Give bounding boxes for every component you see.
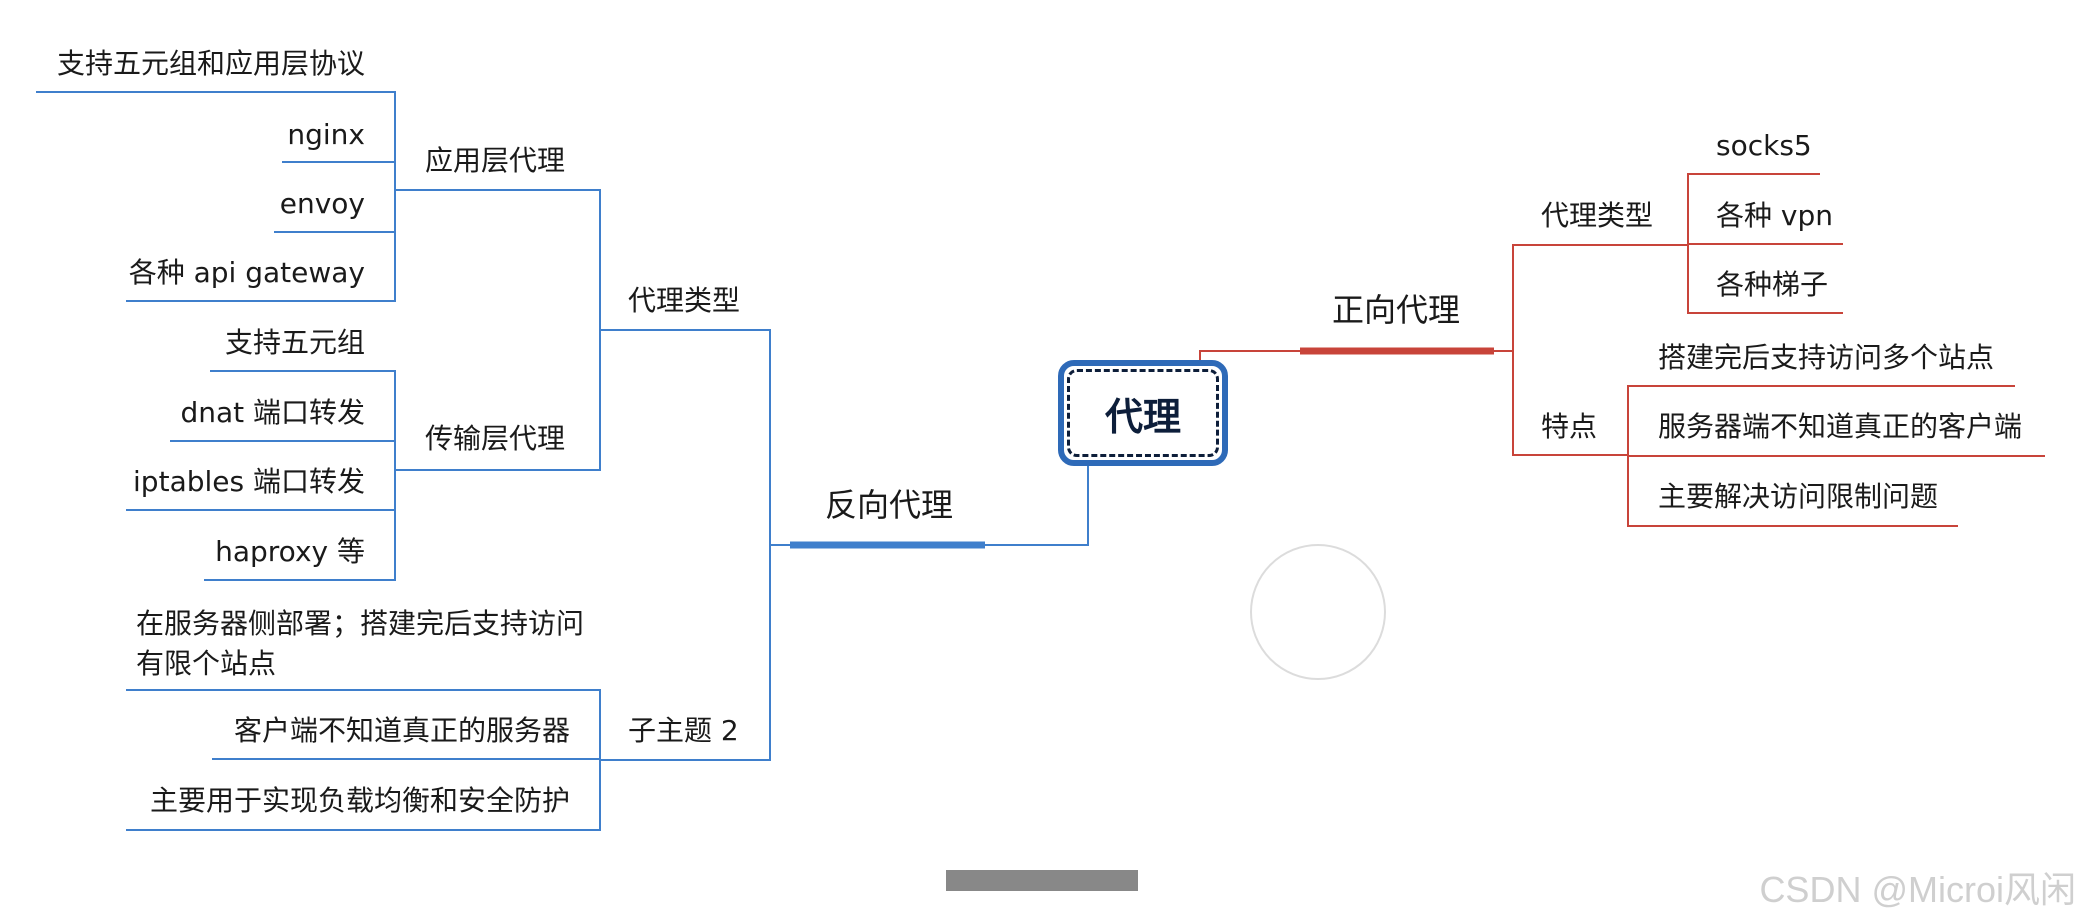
forward-types-item-2[interactable]: 各种 vpn <box>1716 199 1833 232</box>
forward-proxy-label[interactable]: 正向代理 <box>1332 291 1461 329</box>
forward-features-label[interactable]: 特点 <box>1541 410 1598 443</box>
central-topic[interactable]: 代理 <box>1058 360 1228 466</box>
subtopic-item-1[interactable]: 在服务器侧部署；搭建完后支持访问有限个站点 <box>136 607 585 680</box>
subtopic-2-label[interactable]: 子主题 2 <box>628 714 739 747</box>
app-layer-proxy-label[interactable]: 应用层代理 <box>425 144 566 177</box>
forward-types-item-3[interactable]: 各种梯子 <box>1716 268 1829 301</box>
app-layer-item-4[interactable]: 各种 api gateway <box>128 256 365 289</box>
cursor-circle <box>1250 544 1386 680</box>
app-layer-item-3[interactable]: envoy <box>279 187 365 220</box>
central-topic-label: 代理 <box>1104 394 1181 439</box>
reverse-types-label[interactable]: 代理类型 <box>628 284 741 317</box>
subtopic-item-2[interactable]: 客户端不知道真正的服务器 <box>233 714 570 747</box>
transport-layer-item-1[interactable]: 支持五元组 <box>224 326 365 359</box>
forward-proxy-connectors <box>1199 173 2045 527</box>
horizontal-scrollbar[interactable] <box>946 870 1138 891</box>
transport-layer-proxy-label[interactable]: 传输层代理 <box>425 422 566 455</box>
forward-features-item-3[interactable]: 主要解决访问限制问题 <box>1658 480 1939 513</box>
transport-layer-item-4[interactable]: haproxy 等 <box>215 535 365 568</box>
transport-layer-item-3[interactable]: iptables 端口转发 <box>133 465 365 498</box>
forward-types-label[interactable]: 代理类型 <box>1541 199 1654 232</box>
reverse-proxy-connectors <box>36 91 1089 831</box>
app-layer-item-1[interactable]: 支持五元组和应用层协议 <box>56 47 365 80</box>
transport-layer-item-2[interactable]: dnat 端口转发 <box>180 396 365 429</box>
forward-types-item-1[interactable]: socks5 <box>1716 129 1812 162</box>
reverse-proxy-label[interactable]: 反向代理 <box>825 486 954 524</box>
forward-features-item-1[interactable]: 搭建完后支持访问多个站点 <box>1658 341 1995 374</box>
watermark: CSDN @Microi风闲 <box>1759 869 2076 910</box>
subtopic-item-3[interactable]: 主要用于实现负载均衡和安全防护 <box>149 784 570 817</box>
app-layer-item-2[interactable]: nginx <box>287 118 365 151</box>
forward-features-item-2[interactable]: 服务器端不知道真正的客户端 <box>1658 410 2023 443</box>
